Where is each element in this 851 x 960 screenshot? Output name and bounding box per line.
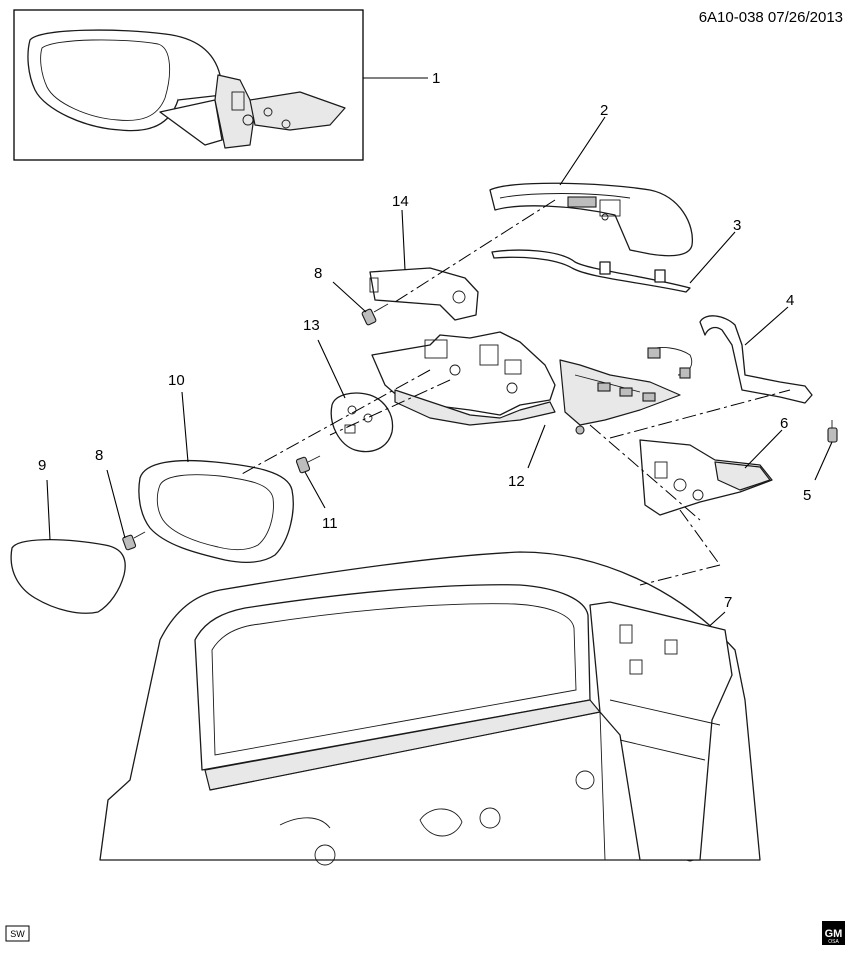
callout-6: 6 <box>780 415 788 432</box>
part-2-housing-cover <box>489 182 694 257</box>
diagram-code: 6A10-038 07/26/2013 <box>699 9 843 26</box>
inset-assembled-mirror <box>13 9 364 161</box>
gm-logo-icon: GM OSA <box>822 921 845 945</box>
part-12-mirror-body <box>371 331 556 426</box>
leader-8b <box>106 469 126 539</box>
leader-14 <box>401 209 406 271</box>
leader-3 <box>689 231 736 284</box>
callout-13: 13 <box>303 317 320 334</box>
leader-12 <box>527 424 546 469</box>
leader-10 <box>181 391 189 463</box>
callout-14: 14 <box>392 193 409 210</box>
leader-9 <box>46 479 51 541</box>
callout-2: 2 <box>600 102 608 119</box>
callout-8a: 8 <box>314 265 322 282</box>
part-3-trim-strip <box>491 249 691 293</box>
callout-8b: 8 <box>95 447 103 464</box>
part-8-screw-upper <box>361 303 389 326</box>
part-9-mirror-glass <box>10 539 126 614</box>
callout-3: 3 <box>733 217 741 234</box>
svg-text:GM: GM <box>825 928 843 940</box>
svg-text:SW: SW <box>10 929 25 939</box>
callout-10: 10 <box>168 372 185 389</box>
callout-7: 7 <box>724 594 732 611</box>
part-base-bracket <box>559 359 681 435</box>
leader-2 <box>559 116 606 186</box>
leader-5 <box>814 441 833 481</box>
leader-6 <box>744 429 783 469</box>
leader-4 <box>744 306 789 346</box>
part-13-actuator-motor <box>330 392 394 453</box>
svg-text:OSA: OSA <box>828 939 839 945</box>
callout-11: 11 <box>322 515 338 532</box>
part-14-cover-piece <box>369 267 479 321</box>
part-8-screw-lower <box>122 531 146 551</box>
leader-13 <box>317 339 346 399</box>
part-5-screw <box>827 420 838 443</box>
part-4-wiring-harness <box>647 315 813 404</box>
leader-11 <box>304 471 326 509</box>
door-frame <box>99 551 761 866</box>
callout-4: 4 <box>786 292 794 309</box>
callout-1: 1 <box>432 70 440 87</box>
part-11-screw <box>295 455 321 474</box>
leader-8a <box>332 281 367 313</box>
callout-12: 12 <box>508 473 525 490</box>
sw-badge-icon: SW <box>5 925 30 942</box>
assembly-lines <box>239 199 791 586</box>
part-6-gasket <box>639 439 773 516</box>
callout-9: 9 <box>38 457 46 474</box>
part-10-mirror-frame <box>138 459 294 564</box>
callout-5: 5 <box>803 487 811 504</box>
